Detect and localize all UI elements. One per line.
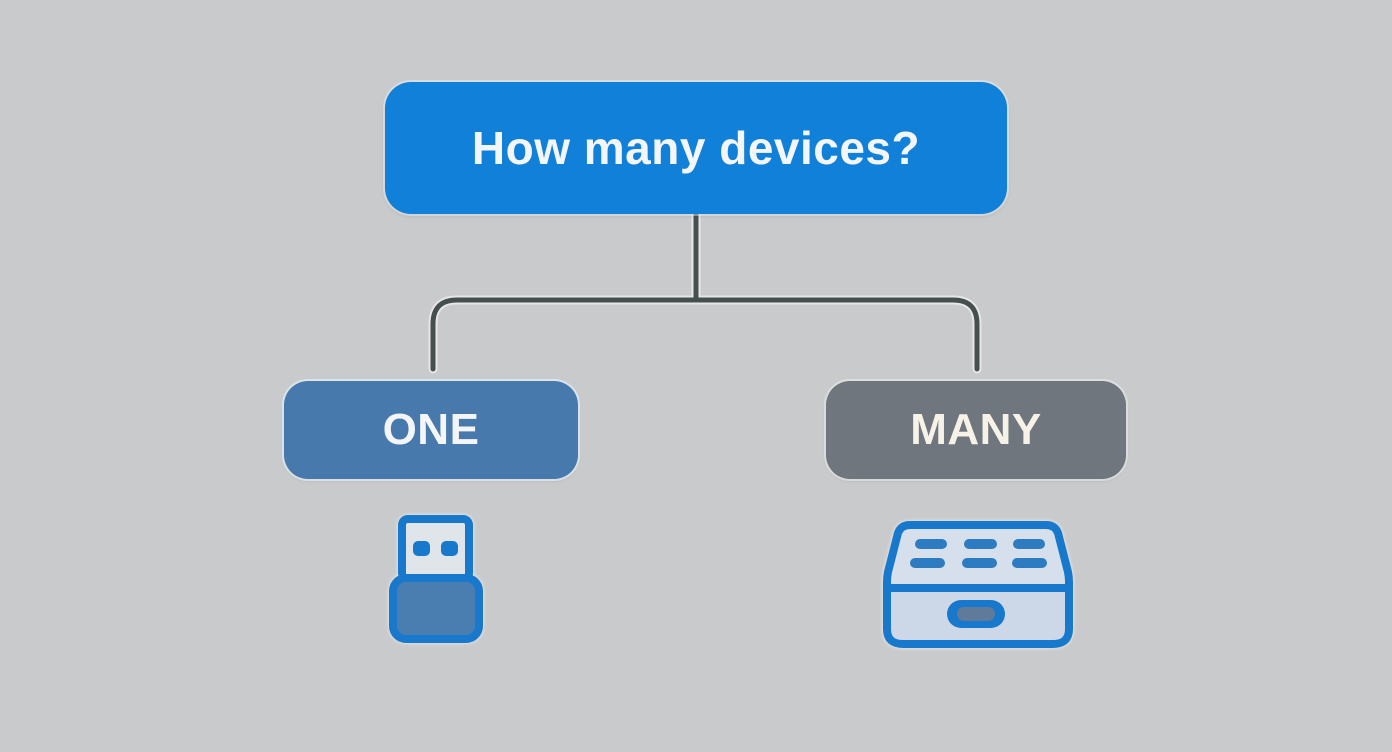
hub-port-inner: [957, 607, 995, 621]
branch-many-box: MANY: [826, 381, 1126, 479]
hub-slot-icon: [915, 539, 947, 549]
root-question-label: How many devices?: [471, 122, 921, 174]
connector-halo: [428, 208, 982, 374]
usb-dongle-contact-left: [413, 541, 430, 556]
usb-dongle-plug: [398, 515, 473, 583]
branch-one-label: ONE: [382, 405, 480, 454]
hub-top-face: [883, 521, 1073, 592]
connector-path: [430, 210, 980, 372]
usb-dongle-contact-right: [441, 541, 458, 556]
hub-slot-icon: [964, 539, 997, 549]
hub-slot-icon: [1012, 558, 1047, 568]
branch-one-box: ONE: [284, 381, 578, 479]
branch-many-label: MANY: [910, 405, 1042, 454]
root-question-box: How many devices?: [385, 82, 1007, 214]
hub-slot-icon: [1013, 539, 1045, 549]
hub-slot-icon: [910, 558, 945, 568]
hub-slot-icon: [962, 558, 997, 568]
usb-dongle-body: [389, 574, 483, 643]
usb-dongle-icon: [389, 515, 483, 643]
usb-hub-icon: [883, 521, 1073, 648]
